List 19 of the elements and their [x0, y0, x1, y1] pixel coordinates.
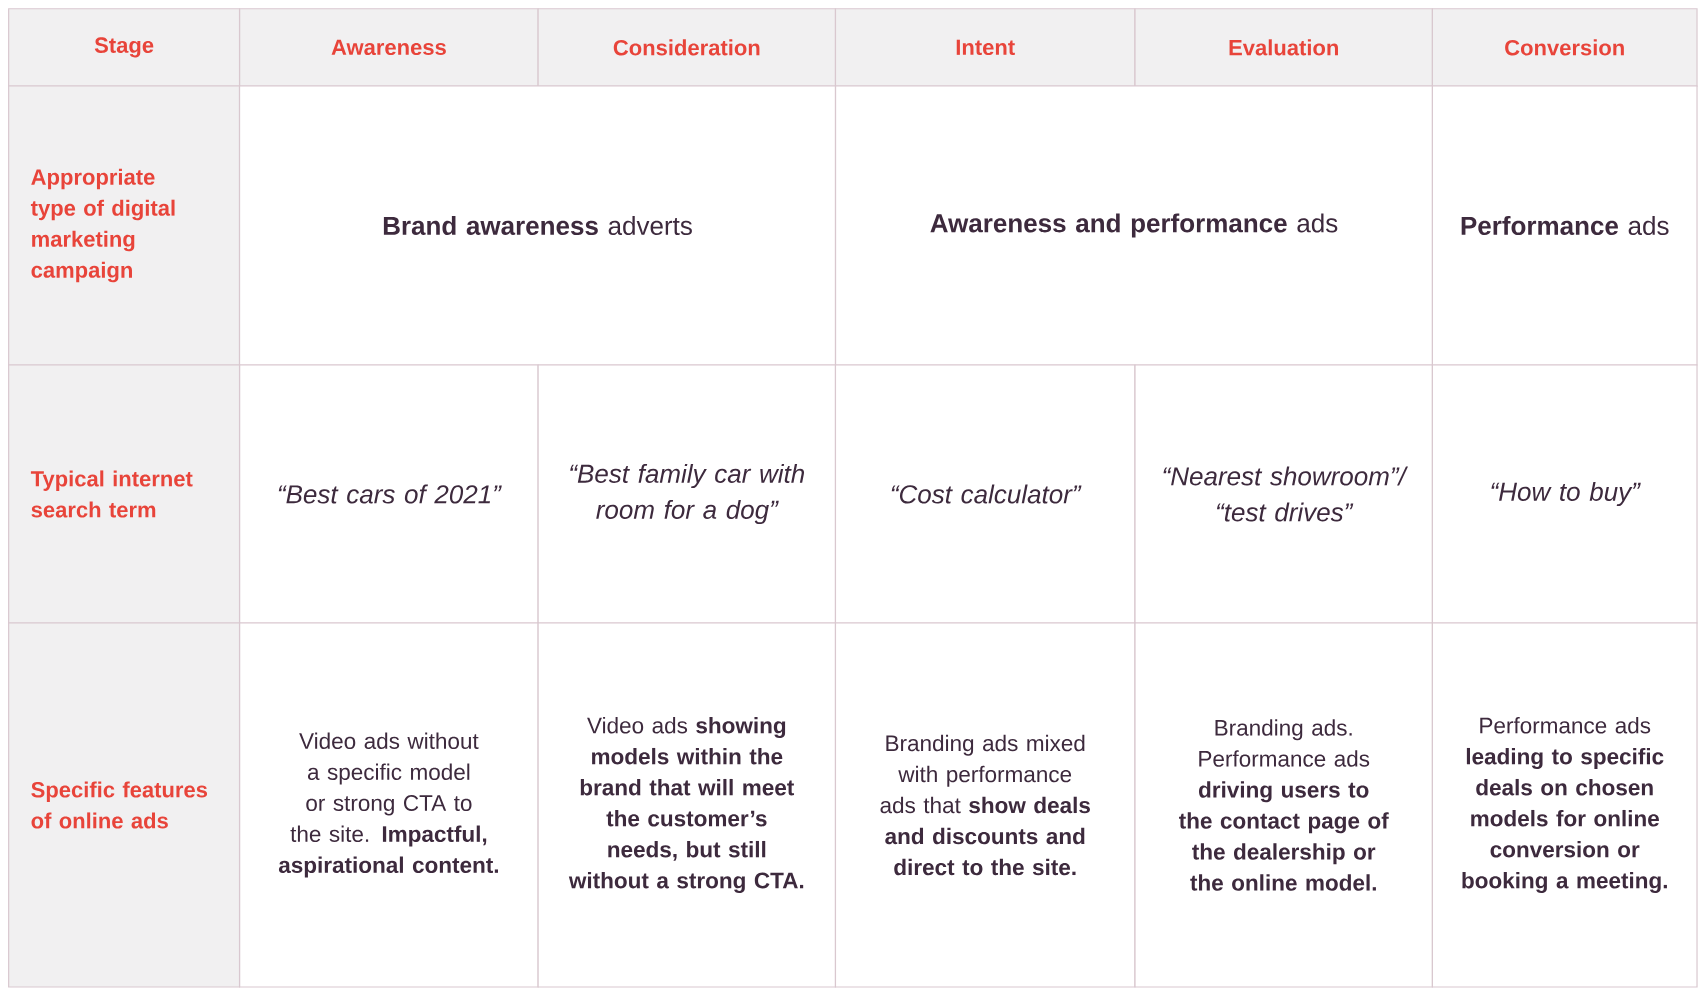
- table-cell: “Best cars of 2021”: [239, 364, 539, 624]
- table-header-cell: Consideration: [537, 8, 837, 87]
- table-header-cell: Stage: [8, 8, 241, 87]
- table-cell: “How to buy”: [1431, 364, 1698, 624]
- table-header-cell: Conversion: [1431, 8, 1698, 87]
- table-cell: Performance ads leading to specific deals on chosen models for online conversion or booking a meeting.: [1431, 622, 1698, 988]
- table-cell: Branding ads. Performance ads driving users to the contact page of the dealership or the online model.: [1134, 622, 1433, 988]
- table-cell: “Best family car with room for a dog”: [537, 364, 837, 624]
- table-cell: Video ads without a specific model or strong CTA to the site. Impactful, aspirational content.: [239, 622, 539, 988]
- table-cell: “Nearest showroom”/ “test drives”: [1134, 364, 1433, 624]
- table-header-cell: Intent: [834, 8, 1136, 87]
- table-cell: Performance ads: [1431, 85, 1698, 366]
- table-cell: Video ads showing models within the brand that will meet the customer’s needs, but still without a strong CTA.: [537, 622, 837, 988]
- table-header-cell: Evaluation: [1134, 8, 1433, 87]
- row-header-cell: Specific features of online ads: [8, 622, 241, 988]
- table-cell: Branding ads mixed with performance ads that show deals and discounts and direct to the site.: [834, 622, 1136, 988]
- table-header-cell: Awareness: [239, 8, 539, 87]
- table-cell: “Cost calculator”: [834, 364, 1136, 624]
- row-header-cell: Typical internet search term: [8, 364, 241, 624]
